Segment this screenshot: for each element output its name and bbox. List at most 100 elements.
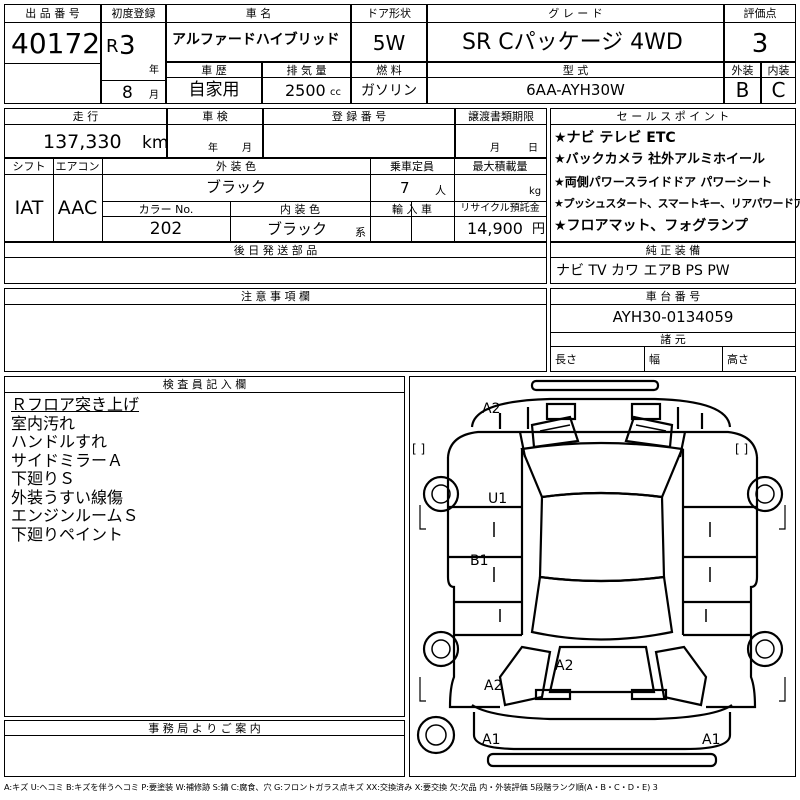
spare-wheel <box>416 715 456 755</box>
sales-point: ★両側パワースライドドア パワーシート <box>554 175 773 189</box>
bracket-right: [ ] <box>735 442 749 456</box>
wheel-rear-right <box>746 630 784 668</box>
damage-code-a2-low: A2 <box>484 678 503 694</box>
inspection-month-unit: 月 <box>242 143 252 154</box>
ac: AAC <box>57 197 98 219</box>
interior-color-label: 内 装 色 <box>280 203 320 216</box>
right-body-side <box>706 457 759 709</box>
color-number-label: カラー No. <box>138 203 194 216</box>
right-door-lines <box>683 505 757 637</box>
door-label: ドア形状 <box>367 7 411 20</box>
wheel-rear-left <box>422 630 460 668</box>
exterior-grade-box: 外装 B <box>724 62 761 104</box>
exterior-grade: B <box>735 78 750 102</box>
recycle-label: リサイクル預託金 <box>460 203 540 214</box>
damage-code-a1-right: A1 <box>702 732 721 748</box>
registration-month: 8 <box>122 83 133 103</box>
sales-points-label: セ ー ル ス ポ イ ン ト <box>616 110 730 123</box>
history: 自家用 <box>188 80 240 100</box>
inspector-notes: Ｒフロア突き上げ 室内汚れ ハンドルすれ サイドミラーＡ 下廻りＳ 外装うすい線… <box>11 395 140 544</box>
wheel-front-right <box>746 475 784 513</box>
recycle-unit: 円 <box>532 222 546 237</box>
interior-color-suffix: 系 <box>355 226 366 239</box>
displacement-box: 排 気 量 2500 cc <box>262 62 351 104</box>
interior-grade-box: 内装 C <box>761 62 796 104</box>
exterior-color-label: 外 装 色 <box>216 160 256 173</box>
sales-point: ★プッシュスタート、スマートキー、リアパワードア <box>554 197 800 210</box>
chassis-box: 車 台 番 号 AYH30-0134059 諸 元 長さ 幅 高さ <box>550 288 796 372</box>
hood-outline <box>446 430 759 458</box>
damage-code-b1: B1 <box>470 553 489 569</box>
grade-label: グ レ ー ド <box>548 7 603 20</box>
windshield <box>520 441 684 499</box>
color-number: 202 <box>149 219 183 239</box>
first-registration-box: 初度登録 R 3 年 8 月 <box>101 4 166 104</box>
width-label: 幅 <box>649 353 660 366</box>
registration-year: 3 <box>119 31 136 61</box>
vehicle-details-box: シフト エアコン IAT AAC 外 装 色 ブラック 乗車定員 7 人 最大積… <box>4 158 547 242</box>
car-name-label: 車 名 <box>245 7 272 20</box>
history-label: 車 歴 <box>201 64 227 77</box>
model: 6AA-AYH30W <box>526 81 625 99</box>
headlight-right <box>624 415 674 449</box>
rear-bumper <box>471 704 733 721</box>
shift: IAT <box>14 197 44 219</box>
roof <box>538 491 666 583</box>
height-label: 高さ <box>727 353 749 366</box>
interior-label: 内装 <box>767 64 790 77</box>
lot-number-label: 出 品 番 号 <box>25 7 80 20</box>
max-load-unit: kg <box>529 186 542 197</box>
year-unit: 年 <box>149 65 159 76</box>
grade-box: グ レ ー ド SR Cパッケージ 4WD <box>427 4 724 62</box>
capacity: 7 <box>400 179 410 197</box>
rear-bumper-right <box>630 688 668 701</box>
transfer-deadline-box: 譲渡書類期限 月 日 <box>455 108 547 158</box>
inspector-note: ハンドルすれ <box>11 432 108 451</box>
mileage-unit: km <box>142 133 169 153</box>
import-label: 輸 入 車 <box>392 203 432 216</box>
registration-number-box: 登 録 番 号 <box>263 108 455 158</box>
chassis-number: AYH30-0134059 <box>612 308 734 326</box>
transfer-deadline-label: 譲渡書類期限 <box>468 110 534 123</box>
damage-code-a1-left: A1 <box>482 732 501 748</box>
inspection-box: 車 検 年 月 <box>167 108 263 158</box>
mirror-bracket-right <box>779 505 786 530</box>
shift-label: シフト <box>12 160 46 173</box>
transfer-month-unit: 月 <box>490 143 500 154</box>
sales-point: ★フロアマット、フォグランプ <box>554 218 748 234</box>
registration-number-label: 登 録 番 号 <box>331 110 387 123</box>
damage-code-a2-top: A2 <box>482 401 501 417</box>
exterior-label: 外装 <box>731 64 754 77</box>
inspection-label: 車 検 <box>202 110 228 123</box>
sales-points-box: セ ー ル ス ポ イ ン ト ★ナビ テレビ ETC ★バックカメラ 社外アル… <box>550 108 800 242</box>
inspector-note: 下廻りＳ <box>11 469 76 488</box>
grade: SR Cパッケージ 4WD <box>462 30 683 55</box>
standard-equipment-label: 純 正 装 備 <box>645 244 701 257</box>
displacement-unit: cc <box>330 87 341 98</box>
front-bumper-strip <box>530 379 660 392</box>
model-box: 型 式 6AA-AYH30W <box>427 62 724 104</box>
sales-point: ★バックカメラ 社外アルミホイール <box>554 152 766 167</box>
mileage-box: 走 行 137,330 km <box>4 108 169 158</box>
max-load-label: 最大積載量 <box>472 160 528 173</box>
fuel-label: 燃 料 <box>376 64 402 77</box>
chassis-label: 車 台 番 号 <box>645 290 701 303</box>
left-body-side <box>446 457 500 709</box>
rear-window <box>530 575 674 641</box>
car-outline-diagram <box>416 379 786 768</box>
front-bumper-detail <box>498 407 704 429</box>
score-box: 評価点 3 <box>724 4 796 62</box>
inspector-note: Ｒフロア突き上げ <box>11 395 140 414</box>
first-registration-label: 初度登録 <box>111 7 156 20</box>
rear-strip <box>486 752 718 768</box>
displacement: 2500 <box>285 81 326 100</box>
model-label: 型 式 <box>562 64 589 77</box>
rear-bumper-lower <box>472 712 732 751</box>
sales-point: ★ナビ テレビ ETC <box>554 130 676 146</box>
door-box: ドア形状 5W <box>351 4 427 62</box>
capacity-unit: 人 <box>435 184 446 197</box>
mileage-label: 走 行 <box>72 110 99 123</box>
specs-label: 諸 元 <box>660 333 686 346</box>
car-name: アルファードハイブリッド <box>172 32 340 48</box>
history-box: 車 歴 自家用 <box>166 62 262 104</box>
